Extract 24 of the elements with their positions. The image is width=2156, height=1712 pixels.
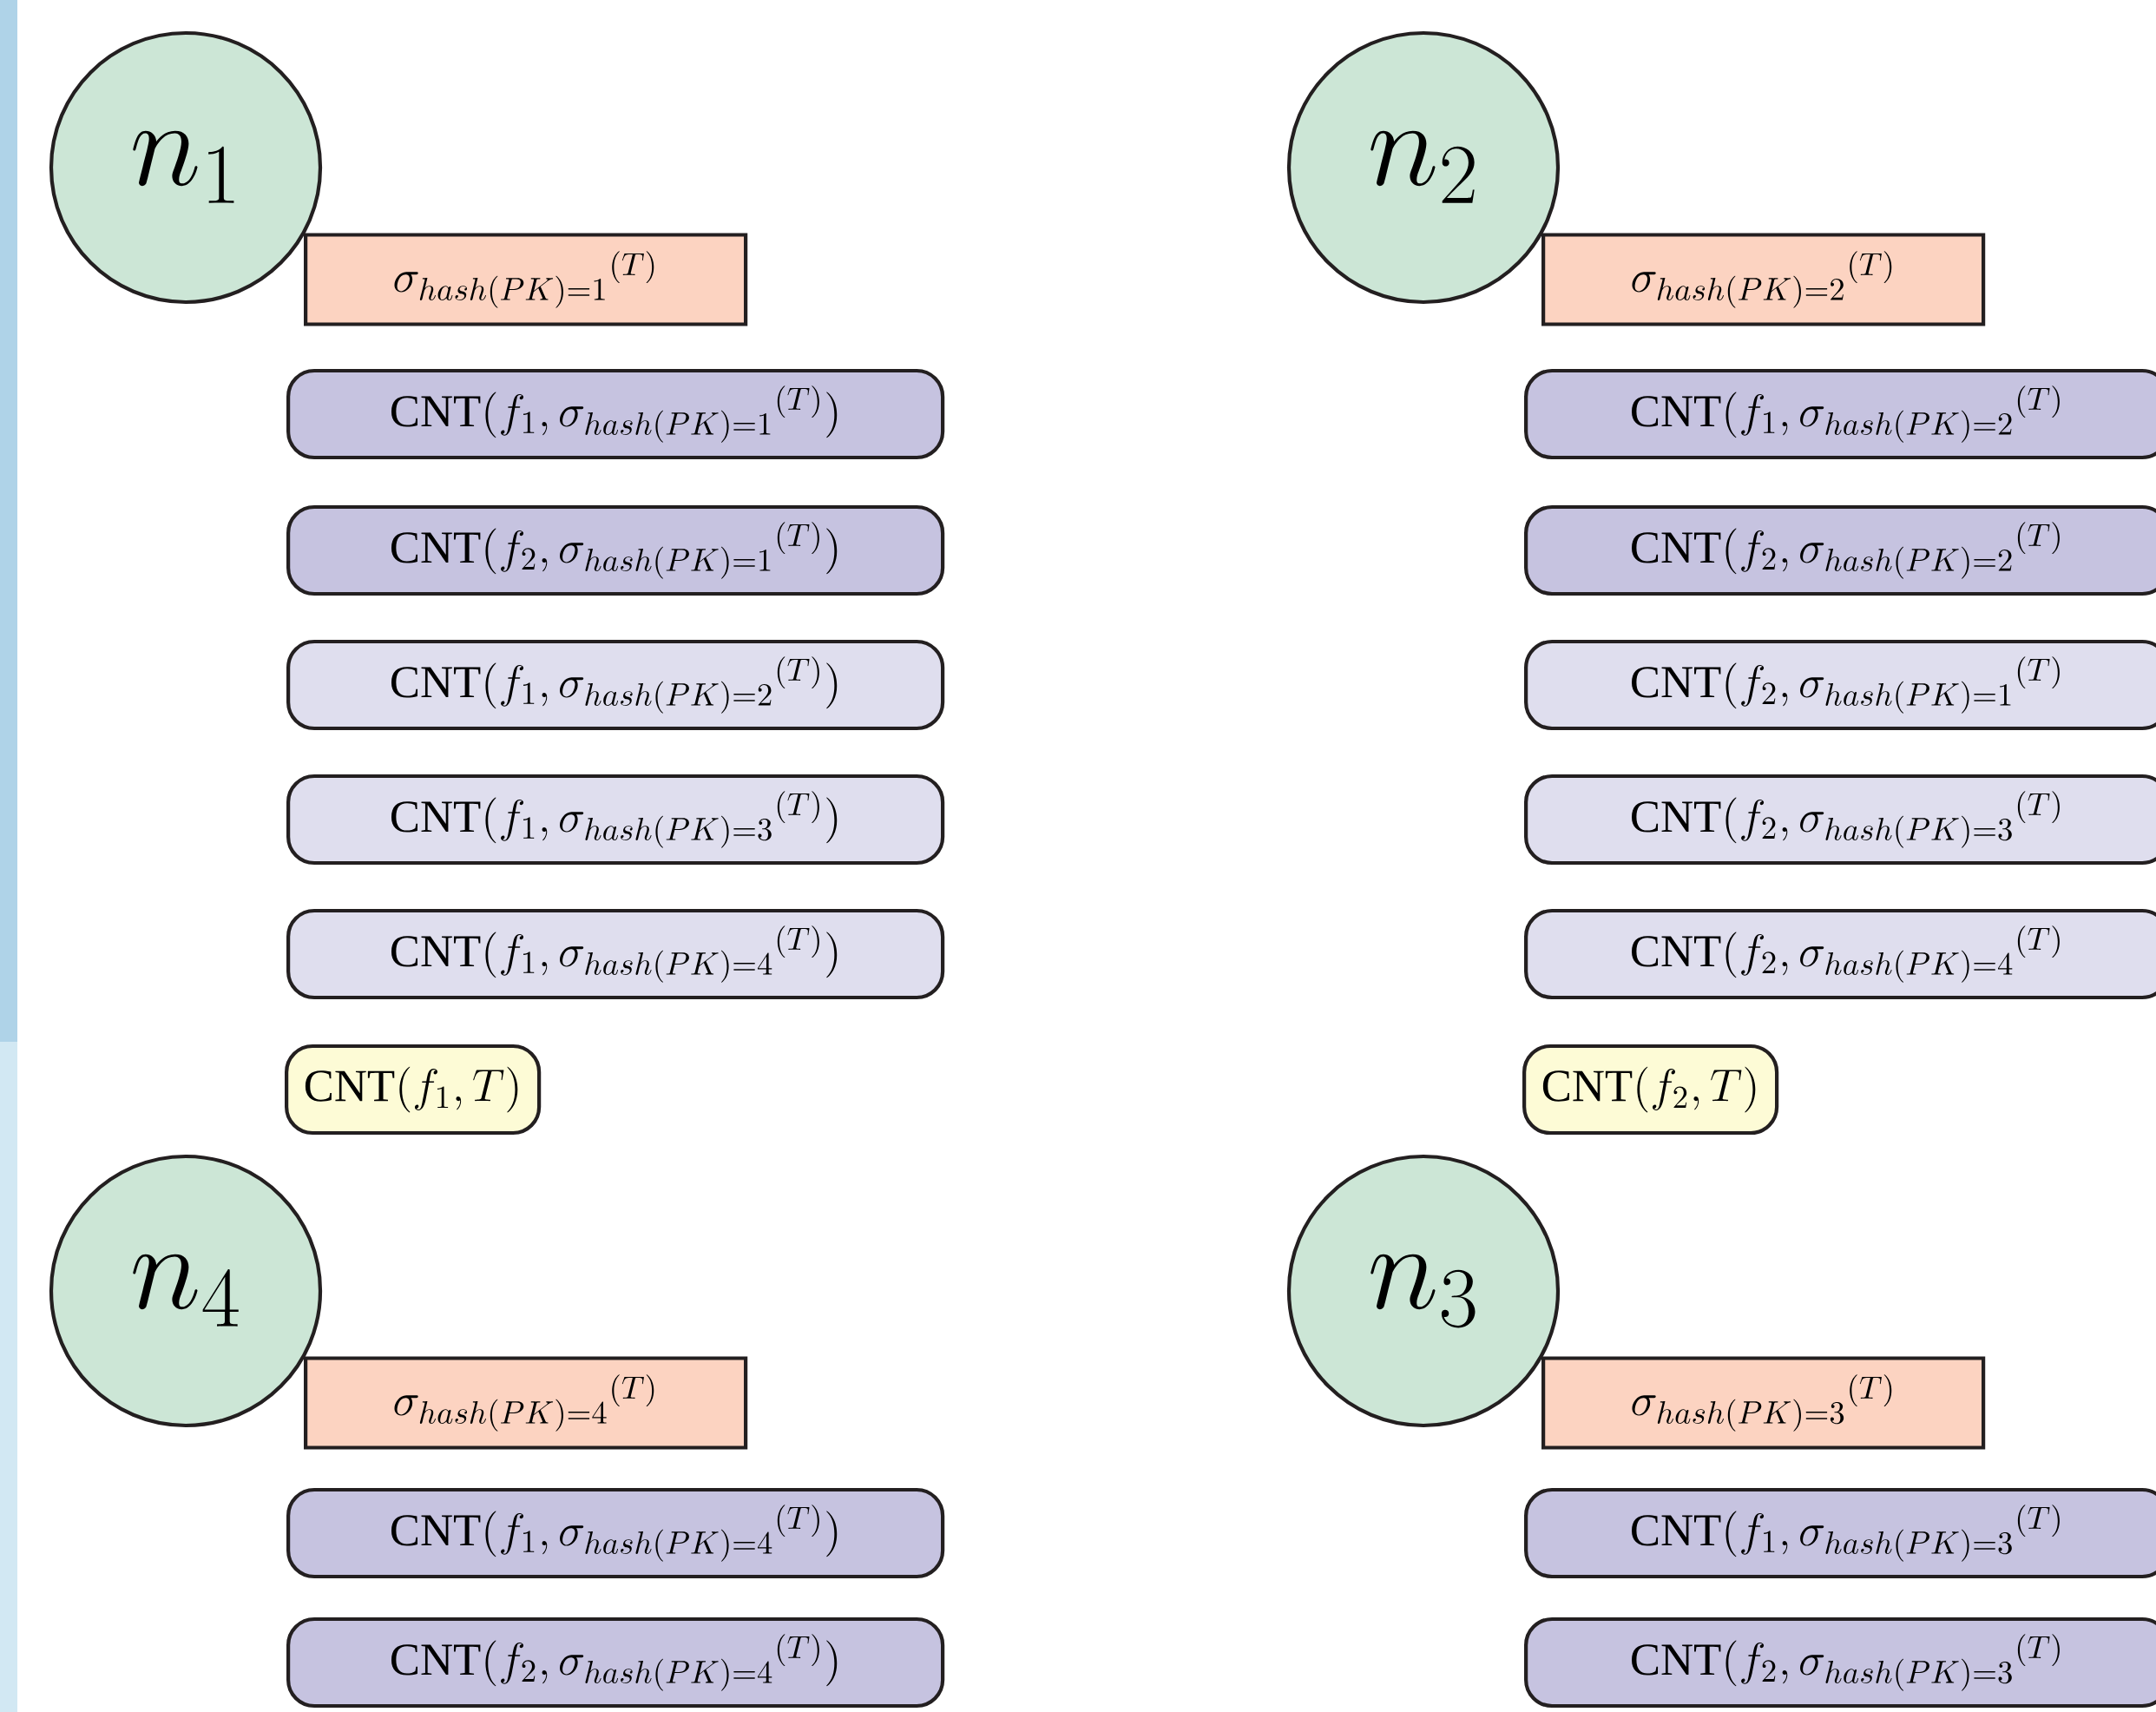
count-box: $\mathrm{CNT}(f_1,\sigma_{hash(PK)=3}{}^{(T)}$ [1524, 1487, 2156, 1579]
total-count-box: $\mathrm{CNT}(f_2,T)$ [1522, 1044, 1779, 1136]
circle-node: $n_2$ [1286, 30, 1561, 305]
count-box: $\mathrm{CNT}(f_1,\sigma_{hash(PK)=4}{}^{(T)})$ [286, 908, 945, 1000]
count-box: $\mathrm{CNT}(f_1,\sigma_{hash(PK)=2}{}^{(T)})$ [286, 639, 945, 731]
selection-box: $\sigma_{hash(PK)=4}{}^{(T)}$ [304, 1356, 748, 1450]
circle-node: $n_4$ [49, 1154, 323, 1428]
count-box: $\mathrm{CNT}(f_2,\sigma_{hash(PK)=3}{}^{(T)}$ [1524, 1617, 2156, 1709]
count-box: $\mathrm{CNT}(f_2,\sigma_{hash(PK)=1}{}^{(T)}$ [1524, 639, 2156, 731]
count-box: $\mathrm{CNT}(f_1,\sigma_{hash(PK)=2}{}^{(T)}$ [1524, 368, 2156, 460]
count-box: $\mathrm{CNT}(f_2,\sigma_{hash(PK)=4}{}^{(T)}$ [1524, 908, 2156, 1000]
total-count-box: $\mathrm{CNT}(f_1,T)$ [285, 1044, 542, 1136]
circle-node: $n_1$ [49, 30, 323, 305]
selection-box: $\sigma_{hash(PK)=2}{}^{(T)}$ [1541, 233, 1986, 326]
count-box: $\mathrm{CNT}(f_2,\sigma_{hash(PK)=2}{}^{(T)}$ [1524, 504, 2156, 596]
count-box: $\mathrm{CNT}(f_2,\sigma_{hash(PK)=1}{}^{(T)})$ [286, 504, 945, 596]
count-box: $\mathrm{CNT}(f_1,\sigma_{hash(PK)=3}{}^{(T)})$ [286, 774, 945, 866]
count-box: $\mathrm{CNT}(f_2,\sigma_{hash(PK)=3}{}^{(T)}$ [1524, 774, 2156, 866]
count-box: $\mathrm{CNT}(f_1,\sigma_{hash(PK)=1}{}^{(T)})$ [286, 368, 945, 460]
count-box: $\mathrm{CNT}(f_2,\sigma_{hash(PK)=4}{}^{(T)})$ [286, 1617, 945, 1709]
selection-box: $\sigma_{hash(PK)=3}{}^{(T)}$ [1541, 1356, 1986, 1450]
circle-node: $n_3$ [1286, 1154, 1561, 1428]
count-box: $\mathrm{CNT}(f_1,\sigma_{hash(PK)=4}{}^{(T)})$ [286, 1487, 945, 1579]
selection-box: $\sigma_{hash(PK)=1}{}^{(T)}$ [304, 233, 748, 326]
